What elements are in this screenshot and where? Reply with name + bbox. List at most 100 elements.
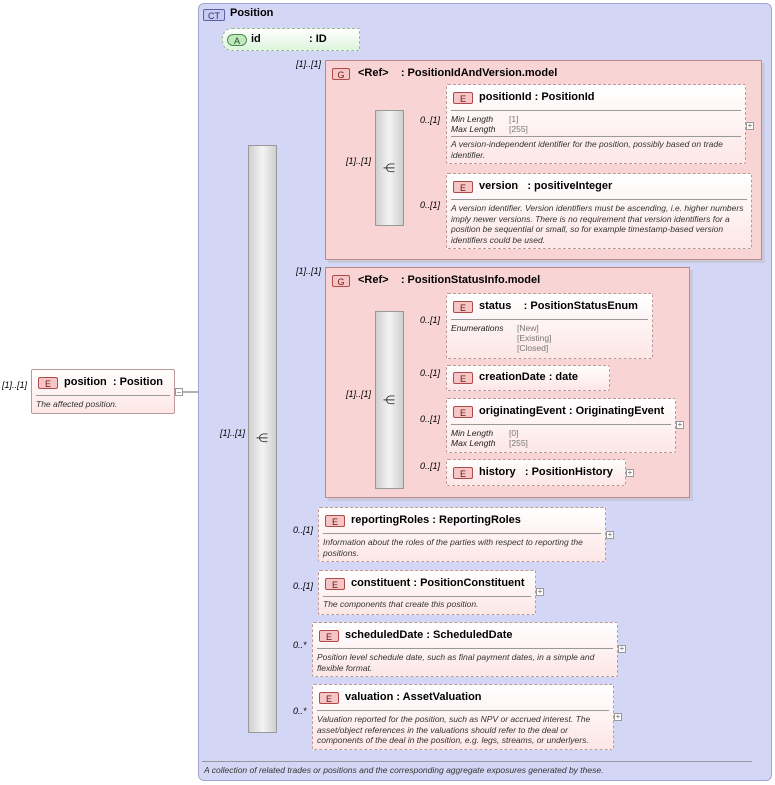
element-constituent[interactable]: E constituent : PositionConstituent The … [318, 570, 536, 615]
element-positionId[interactable]: E positionId : PositionId Min Length [1]… [446, 84, 746, 164]
expand-plus-icon[interactable]: + [606, 530, 614, 539]
expand-plus-icon[interactable]: + [676, 420, 684, 429]
element-badge: E [453, 467, 473, 479]
element-doc: A version identifier. Version identifier… [451, 203, 744, 245]
group-badge: G [332, 68, 350, 80]
element-creationDate[interactable]: E creationDate : date [446, 365, 610, 391]
collapse-minus-icon[interactable]: − [175, 388, 183, 397]
element-doc: Information about the roles of the parti… [323, 537, 583, 558]
separator [36, 395, 170, 396]
element-type: : PositionId [534, 91, 595, 103]
group1-sequence[interactable]: ⋲ [375, 110, 404, 226]
expand-plus-icon[interactable]: + [626, 468, 634, 477]
element-doc: Valuation reported for the position, suc… [317, 714, 591, 745]
group1-multiplicity: [1]..[1] [296, 59, 322, 69]
reportingRoles-multiplicity: 0..[1] [293, 525, 314, 535]
element-name: reportingRoles [351, 514, 430, 526]
root-element-doc: The affected position. [36, 399, 118, 409]
element-doc: The components that create this position… [323, 599, 479, 609]
element-doc: A version-independent identifier for the… [451, 139, 723, 160]
root-element-position[interactable]: E position : Position The affected posit… [31, 369, 175, 414]
complex-type-doc: A collection of related trades or positi… [204, 765, 604, 775]
group-name: : PositionStatusInfo.model [400, 274, 541, 286]
element-name: creationDate [479, 371, 546, 383]
element-type: : ScheduledDate [426, 629, 513, 641]
element-name: version [479, 180, 519, 192]
element-history[interactable]: E history : PositionHistory [446, 459, 626, 486]
facet-value: [255] [509, 438, 528, 448]
complex-type-separator [202, 761, 752, 762]
scheduledDate-multiplicity: 0..* [293, 640, 307, 650]
element-type: : date [548, 371, 579, 383]
facet-label: Min Length [451, 428, 494, 438]
element-badge: E [453, 181, 473, 193]
element-type: : PositionConstituent [413, 577, 525, 589]
element-name: valuation [345, 691, 394, 703]
element-badge: E [453, 406, 473, 418]
complex-type-name: Position [230, 7, 274, 19]
enumerations-label: Enumerations [451, 323, 504, 333]
element-type: : AssetValuation [396, 691, 482, 703]
attribute-id[interactable]: A id : ID [222, 28, 360, 51]
element-name: positionId [479, 91, 532, 103]
enum-value: [Existing] [517, 333, 552, 343]
expand-plus-icon[interactable]: + [618, 644, 626, 653]
history-multiplicity: 0..[1] [420, 461, 441, 471]
main-sequence[interactable]: ⋲ [248, 145, 277, 733]
facet-value: [1] [509, 114, 519, 124]
root-element-name: position [64, 376, 107, 388]
element-badge: E [319, 692, 339, 704]
group-ref: <Ref> [358, 67, 389, 79]
expand-plus-icon[interactable]: + [614, 712, 622, 721]
element-name: history [479, 466, 516, 478]
element-badge: E [319, 630, 339, 642]
sequence-compositor-icon: ⋲ [256, 431, 268, 445]
group-ref: <Ref> [358, 274, 389, 286]
originatingEvent-multiplicity: 0..[1] [420, 414, 441, 424]
complex-type-badge: CT [203, 9, 225, 21]
element-reportingRoles[interactable]: E reportingRoles : ReportingRoles Inform… [318, 507, 606, 562]
version-multiplicity: 0..[1] [420, 200, 441, 210]
element-badge: E [453, 92, 473, 104]
element-name: originatingEvent [479, 405, 566, 417]
enum-value: [New] [517, 323, 539, 333]
constituent-multiplicity: 0..[1] [293, 581, 314, 591]
element-name: status [479, 300, 512, 312]
element-name: constituent [351, 577, 411, 589]
group2-multiplicity: [1]..[1] [296, 266, 322, 276]
element-version[interactable]: E version : positiveInteger A version id… [446, 173, 752, 249]
attribute-badge: A [227, 34, 247, 46]
element-type: : positiveInteger [527, 180, 613, 192]
enum-value: [Closed] [517, 343, 549, 353]
element-name: scheduledDate [345, 629, 424, 641]
attribute-type: : ID [309, 33, 327, 45]
root-element-type: : Position [112, 376, 164, 388]
valuation-multiplicity: 0..* [293, 706, 307, 716]
element-badge: E [325, 515, 345, 527]
sequence-compositor-icon: ⋲ [383, 161, 395, 175]
group-badge: G [332, 275, 350, 287]
element-originatingEvent[interactable]: E originatingEvent : OriginatingEvent Mi… [446, 398, 676, 453]
element-status[interactable]: E status : PositionStatusEnum Enumeratio… [446, 293, 653, 359]
element-type: : PositionHistory [524, 466, 613, 478]
element-type: : OriginatingEvent [568, 405, 665, 417]
element-valuation[interactable]: E valuation : AssetValuation Valuation r… [312, 684, 614, 750]
expand-plus-icon[interactable]: + [536, 587, 544, 596]
element-type: : ReportingRoles [432, 514, 521, 526]
element-scheduledDate[interactable]: E scheduledDate : ScheduledDate Position… [312, 622, 618, 677]
element-badge: E [325, 578, 345, 590]
group2-sequence-multiplicity: [1]..[1] [346, 389, 372, 399]
facet-label: Max Length [451, 438, 496, 448]
facet-value: [0] [509, 428, 519, 438]
element-type: : PositionStatusEnum [523, 300, 638, 312]
positionId-multiplicity: 0..[1] [420, 115, 441, 125]
creationDate-multiplicity: 0..[1] [420, 368, 441, 378]
group2-sequence[interactable]: ⋲ [375, 311, 404, 489]
root-multiplicity: [1]..[1] [2, 380, 28, 390]
element-badge: E [453, 301, 473, 313]
facet-label: Min Length [451, 114, 494, 124]
expand-plus-icon[interactable]: + [746, 121, 754, 130]
element-badge: E [38, 377, 58, 389]
group-name: : PositionIdAndVersion.model [400, 67, 558, 79]
sequence-multiplicity: [1]..[1] [220, 428, 246, 438]
